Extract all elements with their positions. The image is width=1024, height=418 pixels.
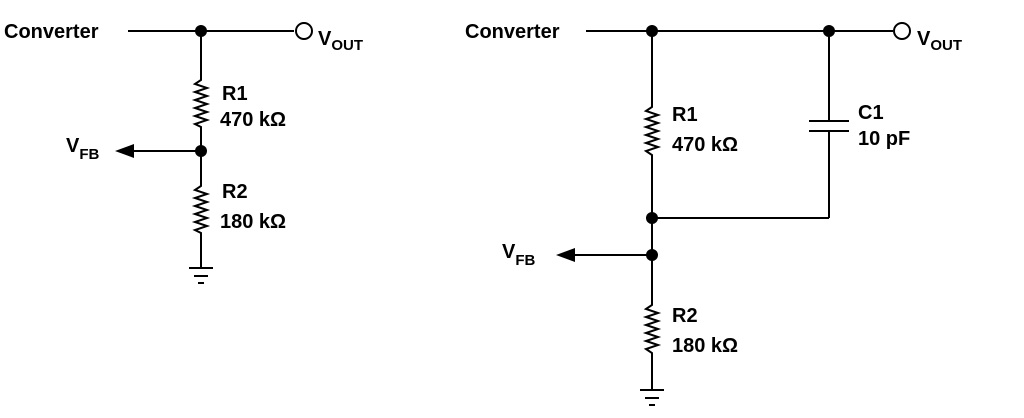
- left-circuit: Converter VOUT R1 470 kΩ VFB R2 180 kΩ: [4, 21, 363, 284]
- left-r2-value: 180 kΩ: [220, 211, 286, 233]
- left-r2-resistor: [191, 151, 211, 268]
- right-vout-label: VOUT: [917, 28, 962, 54]
- right-converter-label: Converter: [465, 21, 560, 43]
- left-r1-name: R1: [222, 83, 248, 105]
- left-r1-value: 470 kΩ: [220, 109, 286, 131]
- left-converter-label: Converter: [4, 21, 99, 43]
- right-circuit: Converter VOUT R1 470 kΩ C1 10 pF VFB: [465, 21, 962, 406]
- left-r1-resistor: [191, 31, 211, 151]
- right-r1-name: R1: [672, 104, 698, 126]
- right-c1-value: 10 pF: [858, 128, 910, 150]
- right-vfb-label: VFB: [502, 241, 536, 269]
- right-vout-terminal: [893, 22, 911, 40]
- right-ground-symbol: [640, 389, 664, 406]
- left-vout-label: VOUT: [318, 28, 363, 54]
- right-r2-value: 180 kΩ: [672, 335, 738, 357]
- right-r2-name: R2: [672, 305, 698, 327]
- right-r1-resistor: [642, 31, 662, 218]
- left-r2-name: R2: [222, 181, 248, 203]
- left-fb-arrow: [115, 144, 134, 158]
- right-r2-resistor: [642, 255, 662, 390]
- right-c1-name: C1: [858, 102, 884, 124]
- right-r1-value: 470 kΩ: [672, 134, 738, 156]
- left-vout-terminal: [295, 22, 313, 40]
- left-ground-symbol: [189, 267, 213, 284]
- right-fb-arrow: [556, 248, 575, 262]
- left-vfb-label: VFB: [66, 135, 100, 163]
